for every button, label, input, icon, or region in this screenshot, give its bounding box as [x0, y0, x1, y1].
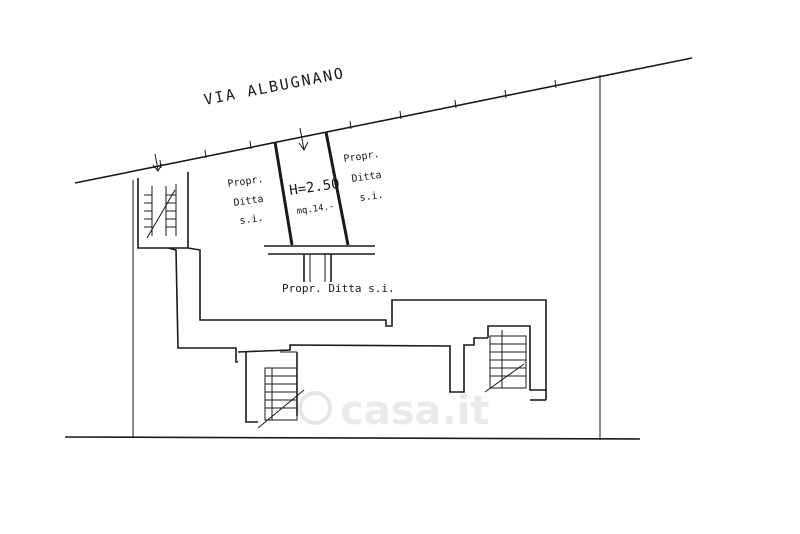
- watermark: casa.it: [298, 388, 490, 434]
- entrance-arrow-left: [152, 153, 163, 172]
- owner-left-line2: Ditta: [233, 194, 264, 209]
- entrance-arrow-right: [298, 127, 309, 151]
- owner-right-line3: s.i.: [359, 190, 384, 204]
- area-label: mq.14.-: [296, 202, 335, 217]
- owner-label-bottom: Propr. Ditta s.i.: [282, 282, 395, 295]
- height-label: H=2.50: [288, 176, 340, 199]
- staircase-lower-left: [257, 367, 305, 429]
- owner-left-line3: s.i.: [239, 213, 264, 227]
- owner-right-line2: Ditta: [351, 170, 382, 185]
- unit-room: [264, 131, 375, 282]
- watermark-text: casa.it: [340, 388, 490, 434]
- street-name: VIA ALBUGNANO: [202, 64, 346, 109]
- owner-label-right: Propr. Ditta s.i.: [343, 149, 384, 204]
- property-boundary: [64, 75, 641, 440]
- street-boundary: [74, 57, 693, 184]
- staircase-entrance: [137, 172, 189, 249]
- owner-right-line1: Propr.: [343, 149, 380, 165]
- watermark-logo-icon: [298, 391, 332, 425]
- owner-left-line1: Propr.: [227, 174, 264, 190]
- owner-label-left: Propr. Ditta s.i.: [227, 174, 264, 227]
- staircase-right: [484, 330, 527, 393]
